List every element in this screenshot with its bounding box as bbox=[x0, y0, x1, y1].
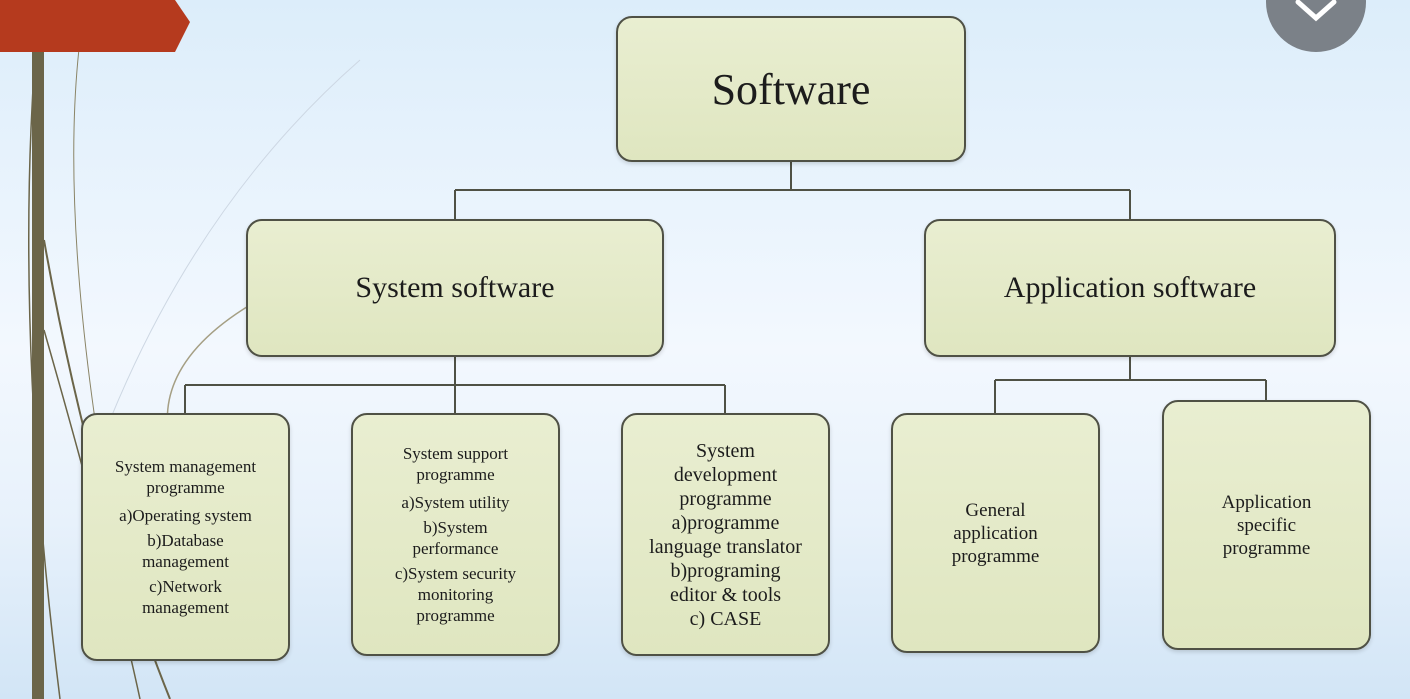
node-system-management-programme: System management programme a)Operating … bbox=[81, 413, 290, 661]
slide-side-bar bbox=[32, 0, 44, 699]
node-label: Application software bbox=[1003, 271, 1257, 304]
node-text-line: performance bbox=[412, 539, 499, 558]
node-application-specific-programme: Application specific programme bbox=[1162, 400, 1371, 650]
close-icon bbox=[1295, 0, 1337, 22]
node-system-support-programme: General System support programme a)Syste… bbox=[351, 413, 560, 656]
node-system-software: System software bbox=[246, 219, 664, 357]
node-text-line: c)Network bbox=[149, 577, 222, 596]
node-text-line: a)System utility bbox=[401, 493, 510, 512]
node-text-line: General bbox=[965, 499, 1026, 521]
node-text-line: c) CASE bbox=[689, 607, 762, 630]
node-system-development-programme: System development programme a)programme… bbox=[621, 413, 830, 656]
node-text-line: programme bbox=[1222, 537, 1311, 559]
node-text-line: b)System bbox=[423, 518, 488, 537]
node-text-line: programme bbox=[416, 606, 495, 625]
node-label: System software bbox=[355, 271, 555, 304]
node-software: Software bbox=[616, 16, 966, 162]
node-text-line: editor & tools bbox=[669, 583, 782, 606]
node-general-application-programme: General application programme bbox=[891, 413, 1100, 653]
node-text-line: programme bbox=[146, 478, 225, 497]
node-text-line: System bbox=[696, 439, 755, 462]
node-text-line: management bbox=[142, 598, 229, 617]
node-text-line: a)programme bbox=[671, 511, 780, 534]
node-text-line: System support bbox=[402, 444, 509, 463]
node-text-line: programme bbox=[951, 545, 1040, 567]
node-text-line: System management bbox=[114, 457, 257, 476]
node-text-line: b)programing bbox=[670, 559, 781, 582]
node-text-line: application bbox=[953, 522, 1038, 544]
node-text-line: language translator bbox=[649, 535, 802, 558]
node-text-line: management bbox=[142, 552, 229, 571]
node-text-line: b)Database bbox=[147, 531, 224, 550]
node-text-line: monitoring bbox=[417, 585, 494, 604]
node-text-line: development bbox=[673, 463, 778, 486]
node-text-line: programme bbox=[679, 487, 772, 510]
node-text-line: Application bbox=[1221, 491, 1312, 513]
node-label: Software bbox=[711, 64, 871, 114]
slide-accent-tab bbox=[0, 0, 190, 52]
node-text-line: a)Operating system bbox=[119, 506, 252, 525]
node-text-line: c)System security bbox=[394, 564, 517, 583]
node-application-software: Application software bbox=[924, 219, 1336, 357]
node-text-line: specific bbox=[1236, 514, 1297, 536]
node-text-line: programme bbox=[416, 465, 495, 484]
